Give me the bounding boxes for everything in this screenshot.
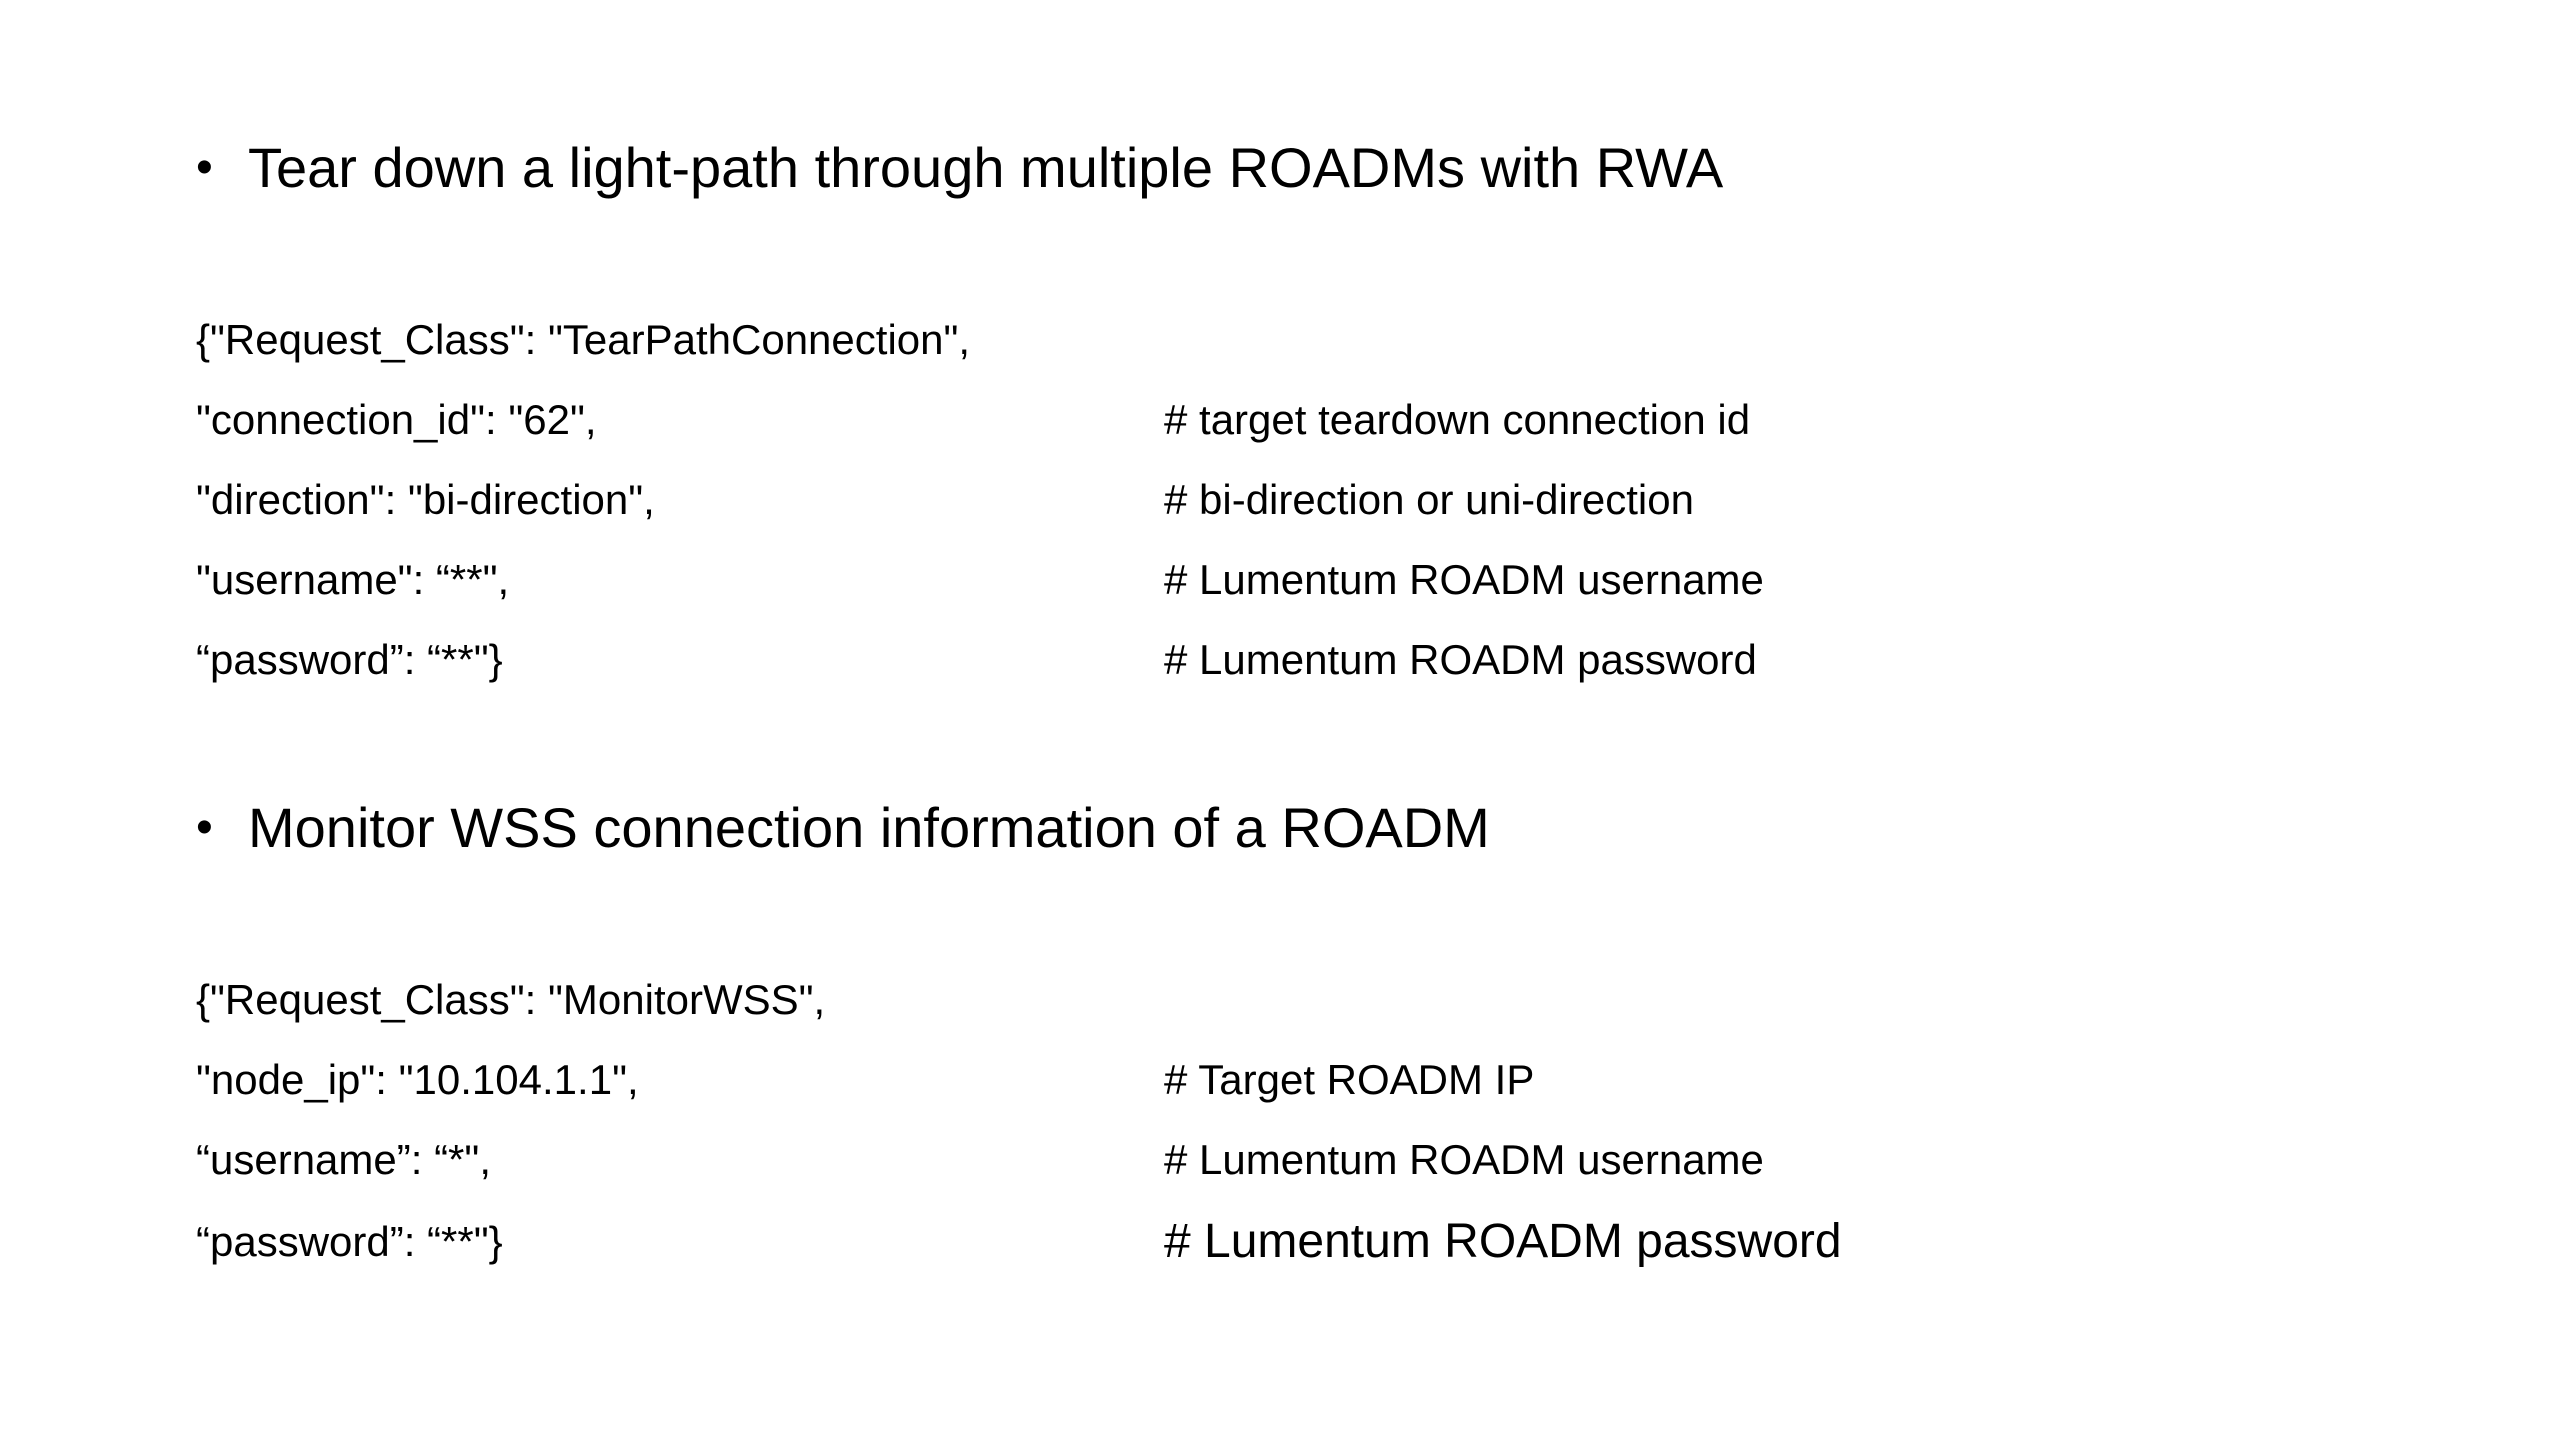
- code-text: {"Request_Class": "TearPathConnection",: [196, 316, 971, 363]
- code-comment: # Lumentum ROADM username: [1164, 556, 1764, 603]
- heading-text: Tear down a light-path through multiple …: [248, 136, 1724, 199]
- code-line: “password”: “**"} # Lumentum ROADM passw…: [196, 628, 2396, 692]
- code-text: "node_ip": "10.104.1.1",: [196, 1056, 639, 1103]
- code-comment: # Lumentum ROADM username: [1164, 1136, 1764, 1183]
- code-text: {"Request_Class": "MonitorWSS",: [196, 976, 826, 1023]
- code-line: “password”: “**"} # Lumentum ROADM passw…: [196, 1210, 2396, 1274]
- bullet-icon: •: [196, 141, 213, 194]
- code-text: "username": “**",: [196, 556, 510, 603]
- code-line: “username”: “*", # Lumentum ROADM userna…: [196, 1128, 2396, 1192]
- section-heading-monitor: • Monitor WSS connection information of …: [196, 788, 1490, 868]
- heading-text: Monitor WSS connection information of a …: [248, 796, 1490, 859]
- bullet-icon: •: [196, 801, 213, 854]
- code-comment: # Target ROADM IP: [1164, 1056, 1535, 1103]
- code-line: "node_ip": "10.104.1.1", # Target ROADM …: [196, 1048, 2396, 1112]
- code-line: "connection_id": "62", # target teardown…: [196, 388, 2396, 452]
- code-text: “username”: “*",: [196, 1136, 491, 1183]
- code-line: "direction": "bi-direction", # bi-direct…: [196, 468, 2396, 532]
- code-line: {"Request_Class": "TearPathConnection",: [196, 308, 2396, 372]
- code-text: “password”: “**"}: [196, 636, 503, 683]
- code-line: "username": “**", # Lumentum ROADM usern…: [196, 548, 2396, 612]
- code-text: "direction": "bi-direction",: [196, 476, 655, 523]
- code-comment: # Lumentum ROADM password: [1164, 636, 1757, 683]
- code-comment: # bi-direction or uni-direction: [1164, 476, 1694, 523]
- code-comment: # Lumentum ROADM password: [1164, 1215, 1842, 1268]
- code-text: “password”: “**"}: [196, 1218, 503, 1265]
- code-line: {"Request_Class": "MonitorWSS",: [196, 968, 2396, 1032]
- section-heading-teardown: • Tear down a light-path through multipl…: [196, 128, 1723, 208]
- code-text: "connection_id": "62",: [196, 396, 597, 443]
- code-comment: # target teardown connection id: [1164, 396, 1751, 443]
